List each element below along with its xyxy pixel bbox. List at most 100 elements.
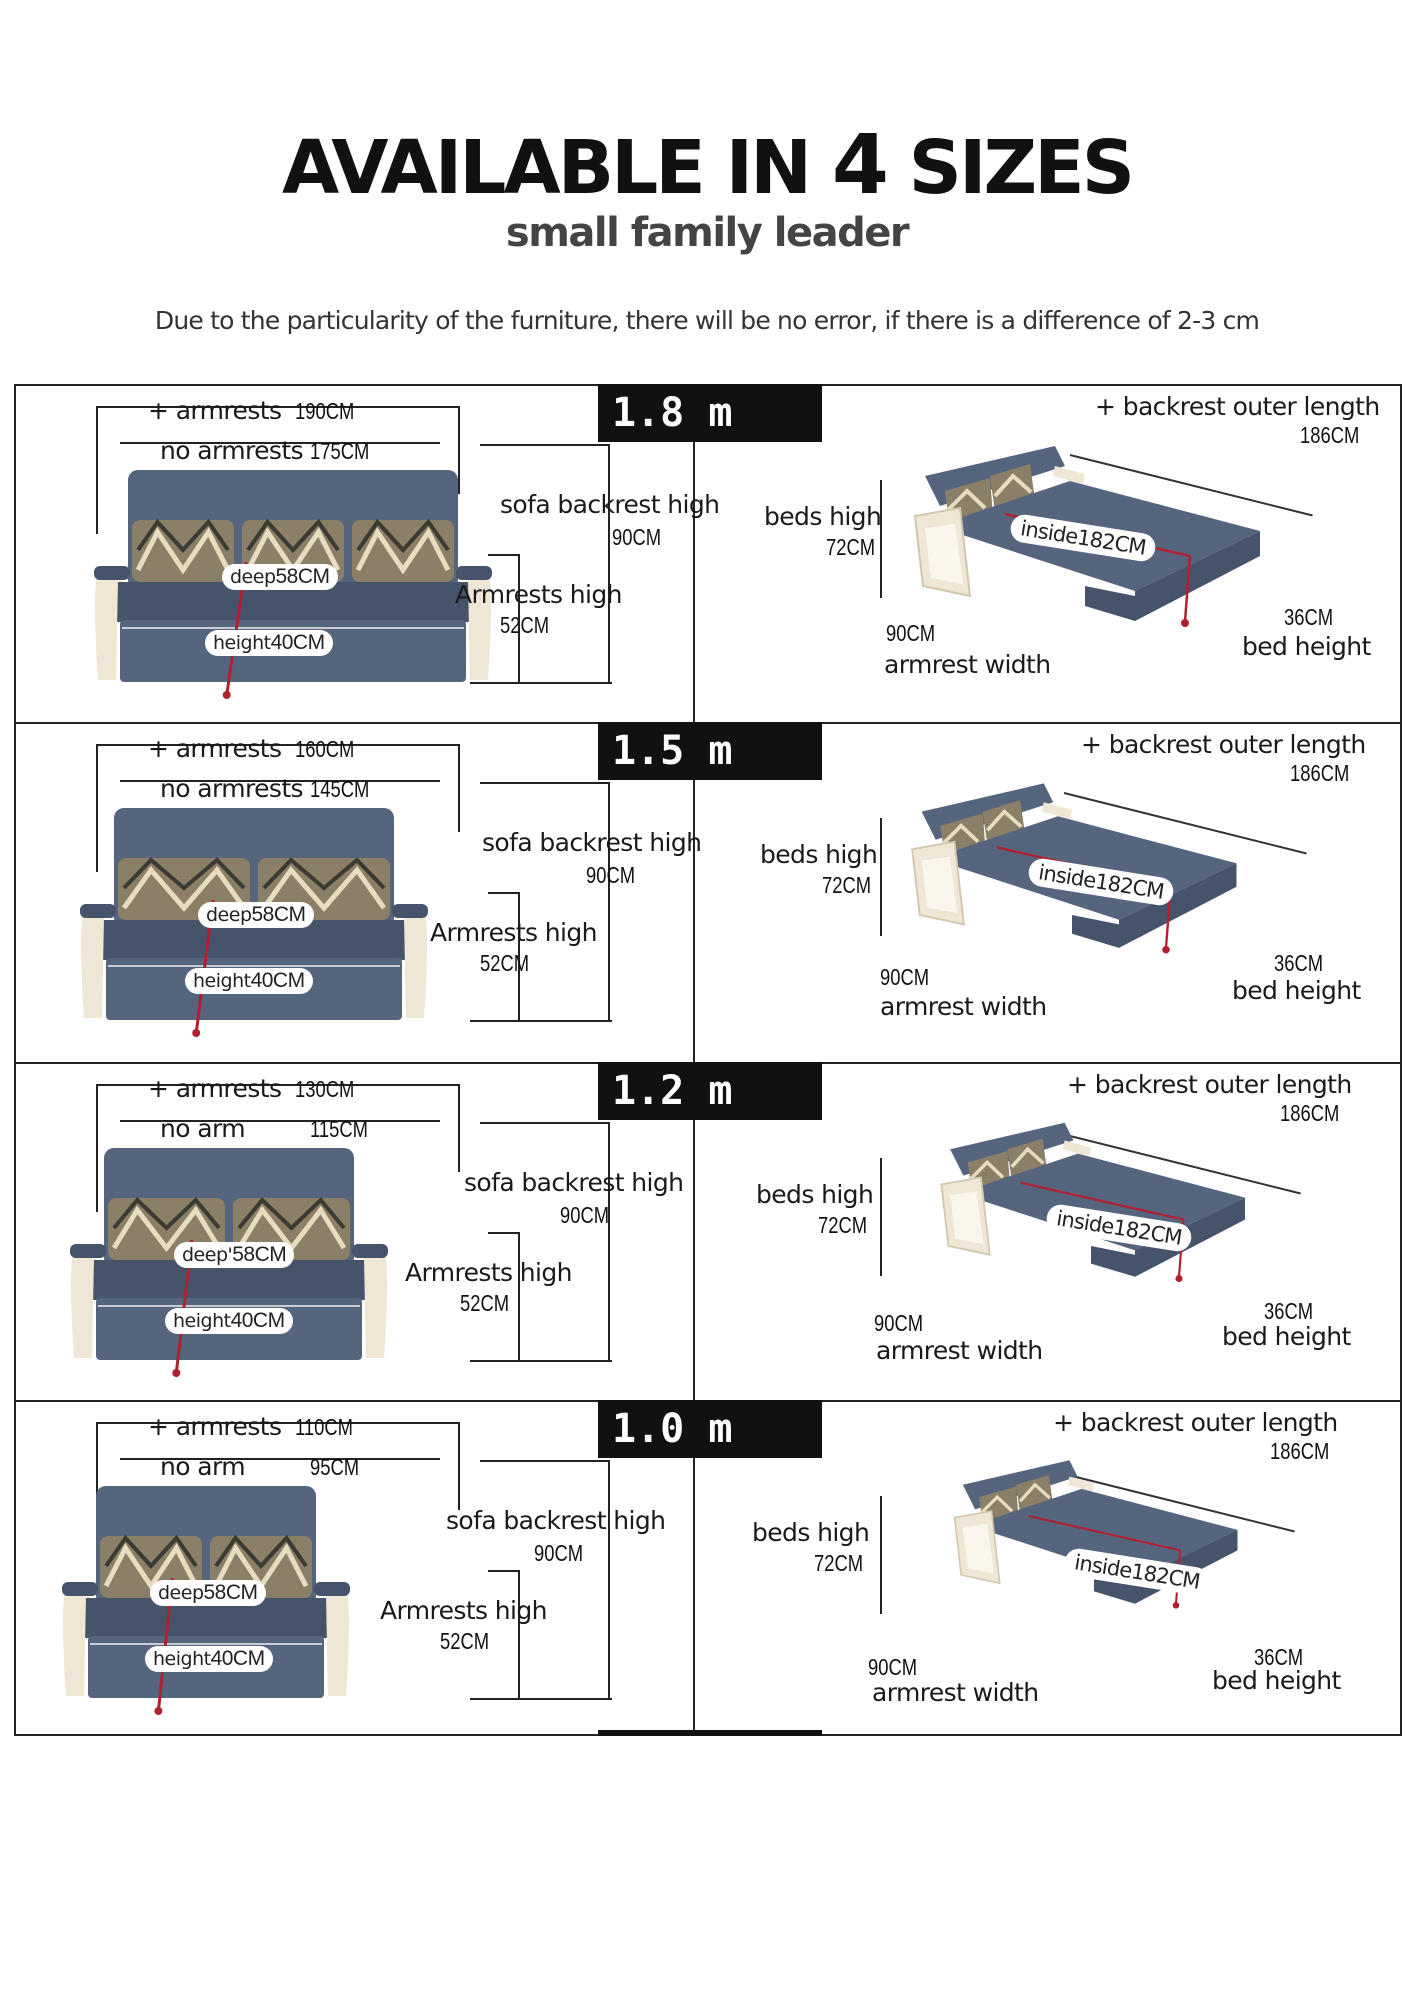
height-label: height bbox=[153, 1648, 211, 1670]
title-suffix: SIZES bbox=[885, 125, 1135, 211]
armrest-width-value: 90CM bbox=[874, 1310, 924, 1336]
backrest-high-value: 90CM bbox=[612, 524, 662, 550]
dimension-line bbox=[470, 1360, 612, 1362]
dimension-line bbox=[480, 1122, 610, 1124]
page-title: AVAILABLE IN 4 SIZES bbox=[0, 118, 1414, 213]
dimension-line bbox=[518, 1570, 520, 1700]
dimension-line bbox=[488, 1232, 520, 1234]
armrests-high-value: 52CM bbox=[480, 950, 530, 976]
deep-label: deep' bbox=[182, 1244, 233, 1266]
noarm-value: 145CM bbox=[310, 776, 370, 802]
noarm-value: 175CM bbox=[310, 438, 370, 464]
armrests-value: 110CM bbox=[295, 1414, 353, 1440]
dimension-line bbox=[880, 480, 882, 598]
height-pill: height40CM bbox=[145, 1646, 273, 1672]
dimension-line bbox=[458, 744, 460, 832]
outer-length-label: + backrest outer length bbox=[1067, 1070, 1352, 1099]
bed-height-value: 36CM bbox=[1264, 1298, 1314, 1324]
title-number: 4 bbox=[831, 118, 889, 213]
pillow bbox=[132, 518, 234, 582]
dimension-line bbox=[480, 1460, 610, 1462]
armrest-width-label: armrest width bbox=[876, 1336, 1043, 1365]
beds-high-label: beds high bbox=[752, 1518, 870, 1547]
height-value: 40CM bbox=[270, 631, 326, 654]
bed-height-label: bed height bbox=[1212, 1666, 1341, 1695]
dimension-line bbox=[470, 1020, 612, 1022]
backrest-high-value: 90CM bbox=[534, 1540, 584, 1566]
deep-pill: deep58CM bbox=[198, 902, 314, 928]
noarm-label: no armrests bbox=[160, 436, 304, 465]
dimension-line bbox=[96, 744, 98, 872]
armrests-high-label: Armrests high bbox=[430, 918, 598, 947]
deep-pill: deep58CM bbox=[222, 564, 338, 590]
outer-length-label: + backrest outer length bbox=[1095, 392, 1380, 421]
armrests-label: + armrests bbox=[148, 734, 282, 763]
outer-length-label: + backrest outer length bbox=[1081, 730, 1366, 759]
deep-label: deep bbox=[158, 1582, 204, 1604]
armrests-high-label: Armrests high bbox=[380, 1596, 548, 1625]
outer-length-value: 186CM bbox=[1300, 422, 1360, 448]
height-value: 40CM bbox=[250, 969, 306, 992]
dimension-line bbox=[488, 892, 520, 894]
height-pill: height40CM bbox=[185, 968, 313, 994]
dimension-line bbox=[120, 780, 440, 782]
height-label: height bbox=[213, 632, 271, 654]
beds-high-value: 72CM bbox=[826, 534, 876, 560]
dimension-line bbox=[470, 1698, 612, 1700]
armrest-width-value: 90CM bbox=[880, 964, 930, 990]
armrests-value: 130CM bbox=[295, 1076, 355, 1102]
outer-length-label: + backrest outer length bbox=[1053, 1408, 1338, 1437]
bed-height-value: 36CM bbox=[1254, 1644, 1304, 1670]
dimension-line bbox=[470, 682, 612, 684]
height-pill: height40CM bbox=[205, 630, 333, 656]
noarm-label: no arm bbox=[160, 1452, 246, 1481]
dimension-line bbox=[608, 1460, 610, 1700]
armrests-label: + armrests bbox=[148, 1412, 282, 1441]
dimension-line bbox=[480, 444, 610, 446]
dimension-line bbox=[880, 1496, 882, 1614]
size-label: 1.8 m bbox=[598, 384, 822, 442]
bed-height-label: bed height bbox=[1232, 976, 1361, 1005]
backrest-high-label: sofa backrest high bbox=[464, 1168, 684, 1197]
armrest-width-value: 90CM bbox=[868, 1654, 918, 1680]
deep-pill: deep'58CM bbox=[174, 1242, 295, 1268]
dimension-line bbox=[96, 744, 460, 746]
armrests-value: 190CM bbox=[295, 398, 355, 424]
deep-label: deep bbox=[206, 904, 252, 926]
dimension-line bbox=[518, 1232, 520, 1362]
dimension-line bbox=[608, 782, 610, 1022]
deep-value: 58CM bbox=[251, 903, 307, 926]
dimension-line bbox=[96, 1422, 460, 1424]
pillow bbox=[352, 518, 454, 582]
armrest-width-label: armrest width bbox=[884, 650, 1051, 679]
noarm-value: 115CM bbox=[310, 1116, 368, 1142]
dimension-line bbox=[96, 406, 98, 534]
bed-height-label: bed height bbox=[1222, 1322, 1351, 1351]
dimension-line bbox=[458, 406, 460, 494]
beds-high-value: 72CM bbox=[822, 872, 872, 898]
pillow bbox=[118, 857, 250, 920]
dimension-line bbox=[488, 554, 520, 556]
armrests-high-label: Armrests high bbox=[405, 1258, 573, 1287]
outer-length-value: 186CM bbox=[1270, 1438, 1330, 1464]
height-value: 40CM bbox=[230, 1309, 286, 1332]
sofa-front-illustration bbox=[80, 808, 428, 1037]
deep-value: 58CM bbox=[275, 565, 331, 588]
deep-pill: deep58CM bbox=[150, 1580, 266, 1606]
armrest-width-label: armrest width bbox=[872, 1678, 1039, 1707]
dimension-line bbox=[458, 1422, 460, 1510]
size-label: 1.5 m bbox=[598, 722, 822, 780]
beds-high-label: beds high bbox=[764, 502, 882, 531]
dimension-line bbox=[96, 1084, 460, 1086]
height-pill: height40CM bbox=[165, 1308, 293, 1334]
height-label: height bbox=[173, 1310, 231, 1332]
noarm-label: no armrests bbox=[160, 774, 304, 803]
size-label: 1.2 m bbox=[598, 1062, 822, 1120]
armrests-high-value: 52CM bbox=[500, 612, 550, 638]
backrest-high-label: sofa backrest high bbox=[500, 490, 720, 519]
outer-length-value: 186CM bbox=[1280, 1100, 1340, 1126]
dimension-line bbox=[480, 782, 610, 784]
dimension-line bbox=[96, 1084, 98, 1212]
armrest-width-label: armrest width bbox=[880, 992, 1047, 1021]
deep-value: 58CM bbox=[203, 1581, 259, 1604]
